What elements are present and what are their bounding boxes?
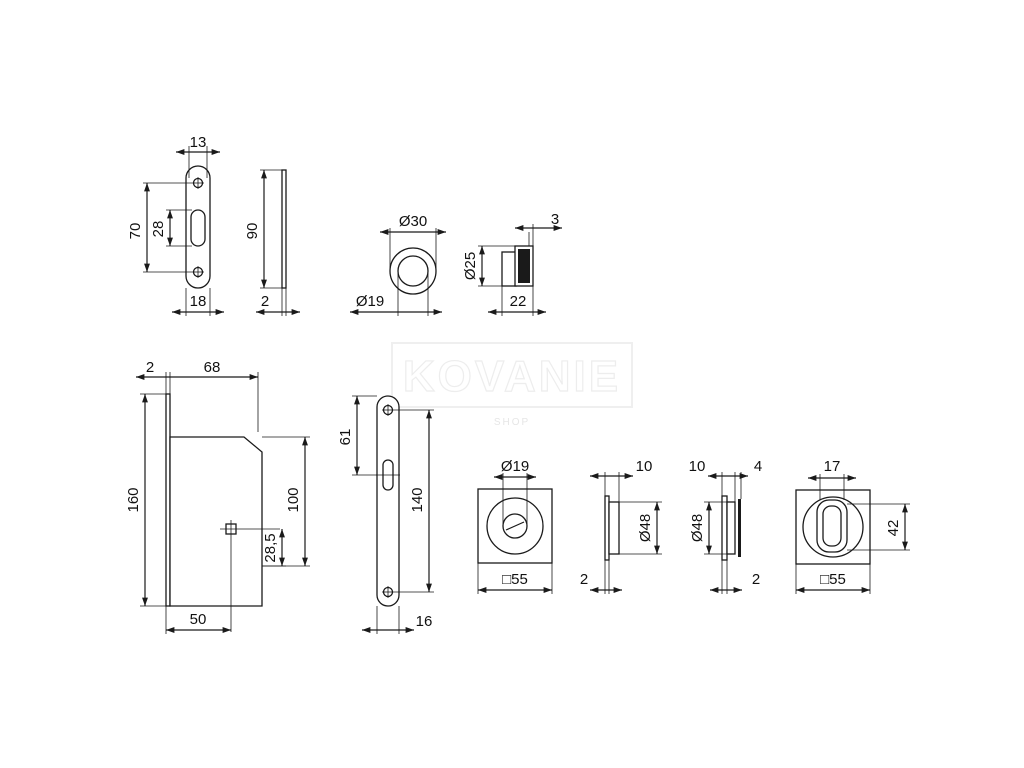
lock-faceplate-thickness-label: 2: [146, 359, 154, 376]
cup-outer-label: Ø30: [399, 213, 427, 230]
rose-thumbturn-slot-height-label: 42: [885, 520, 902, 537]
rose-left-plate-label: 2: [580, 571, 588, 588]
faceplate-front: 61 140 16: [337, 395, 434, 634]
rose-right-depth-label: 10: [689, 458, 706, 475]
strike-plate-front: 13 70 28 18: [127, 134, 224, 316]
knob-length-label: 22: [510, 293, 527, 310]
rose-right-plate-label: 2: [752, 571, 760, 588]
strike-width-label: 13: [190, 134, 207, 151]
rose-thumbturn-slot-width-label: 17: [824, 458, 841, 475]
rose-left-depth-label: 10: [636, 458, 653, 475]
rose-side-left: 10 Ø48 2: [580, 458, 662, 594]
rose-thumbturn-size-label: □55: [820, 571, 846, 588]
rose-emergency-size-label: □55: [502, 571, 528, 588]
watermark-sub: SHOP: [494, 417, 530, 428]
knob-side: 3 Ø25 22: [462, 211, 562, 316]
cup-front: Ø30 Ø19: [350, 213, 446, 316]
strike-plate-side: 90 2: [244, 169, 300, 316]
strike-depth-label: 18: [190, 293, 207, 310]
cup-inner-label: Ø19: [356, 293, 384, 310]
lock-spindle-height-label: 28,5: [262, 533, 279, 562]
strike-length-label: 90: [244, 223, 261, 240]
strike-slot-label: 28: [150, 221, 167, 238]
rose-left-diameter-label: Ø48: [637, 514, 654, 542]
rose-emergency-diameter-label: Ø19: [501, 458, 529, 475]
knob-diameter-label: Ø25: [462, 252, 479, 280]
faceplate-width-label: 16: [416, 613, 433, 630]
lock-body: 2 68 160 100 28,5 50: [125, 359, 310, 634]
rose-right-diameter-label: Ø48: [689, 514, 706, 542]
rose-emergency-front: Ø19 □55: [477, 458, 553, 594]
strike-thickness-label: 2: [261, 293, 269, 310]
faceplate-spacing-label: 140: [409, 487, 426, 512]
watermark-brand: KOVANIE: [403, 352, 621, 401]
lock-case-height-label: 100: [285, 487, 302, 512]
lock-backset-label: 50: [190, 611, 207, 628]
watermark-logo: KOVANIE SHOP: [391, 342, 633, 428]
rose-right-thickness-label: 4: [754, 458, 762, 475]
knob-step-label: 3: [551, 211, 559, 228]
faceplate-offset-label: 61: [337, 429, 354, 446]
lock-case-depth-label: 68: [204, 359, 221, 376]
strike-height-label: 70: [127, 223, 144, 240]
rose-side-right: 10 4 Ø48 2: [689, 458, 762, 594]
lock-height-label: 160: [125, 487, 142, 512]
rose-thumbturn-front: 17 42 □55: [795, 458, 910, 594]
